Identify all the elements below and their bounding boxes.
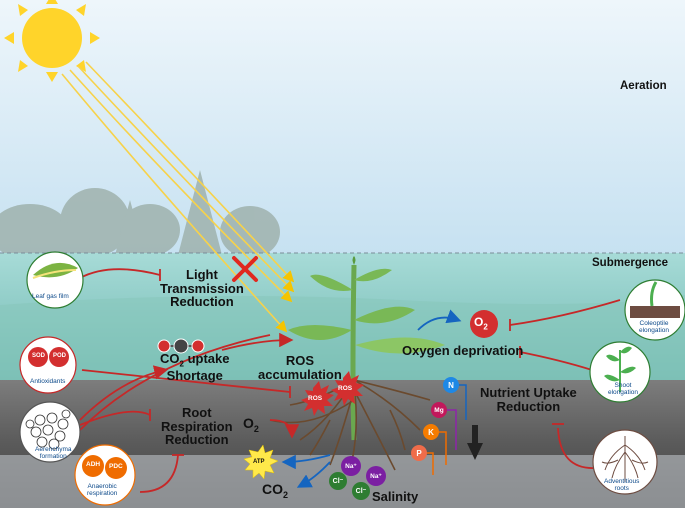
ros-burst-2 <box>331 371 364 406</box>
light-rays <box>61 61 295 333</box>
o2-root-label: O2 <box>243 415 259 434</box>
coleoptile-circle <box>624 279 685 341</box>
light-transmission-label: Light Transmission Reduction <box>160 267 244 310</box>
blocked-light-cross <box>232 256 258 282</box>
salinity-label: Salinity <box>372 489 419 504</box>
nitrogen-ion: N <box>443 377 459 393</box>
shoot-circle <box>589 341 651 403</box>
chloride-ion-2: Cl⁻ <box>352 482 370 500</box>
co2-release-label: CO2 <box>262 481 289 500</box>
leaf-gas-film-circle <box>26 251 84 309</box>
potassium-ion: K <box>423 424 439 440</box>
anaerobic-caption: Anaerobic respiration <box>87 483 118 498</box>
aerenchyma-circle <box>19 401 81 463</box>
leaf-film-inhibit-line <box>79 268 161 279</box>
aeration-label: Aeration <box>620 80 667 92</box>
sun-icon <box>4 0 100 82</box>
aerenchyma-caption: Aerenchyma formation <box>35 446 72 461</box>
adventitious-circle <box>592 429 658 495</box>
co2-uptake-label: CO2 uptake Shortage <box>160 351 230 383</box>
promote-connectors <box>281 309 462 488</box>
nutrient-lines <box>427 384 467 475</box>
adventitious-caption: Adventitious roots <box>604 478 640 493</box>
pdc-label: PDC <box>109 463 123 470</box>
pod-label: POD <box>53 353 67 359</box>
sodium-ion-2: Na⁺ <box>366 466 386 486</box>
o2-badge <box>470 310 498 338</box>
magnesium-ion: Mg <box>431 402 447 418</box>
root-respiration-label: Root Respiration Reduction <box>161 405 233 448</box>
leaf-gas-film-caption: Leaf gas film <box>32 293 69 300</box>
plant <box>288 256 445 441</box>
anaerobic-circle <box>74 444 136 506</box>
connectors <box>79 268 621 493</box>
phosphorus-ion: P <box>411 445 427 461</box>
reduction-down-arrow <box>467 425 483 460</box>
chloride-ion-1: Cl⁻ <box>329 472 347 490</box>
nutrient-uptake-label: Nutrient Uptake Reduction <box>480 385 577 414</box>
sodium-ion-1: Na⁺ <box>341 456 361 476</box>
o2-badge-label: O2 <box>474 315 488 332</box>
ros-badge-1-label: ROS <box>308 395 323 402</box>
ros-badge-2-label: ROS <box>338 385 353 392</box>
antioxidants-caption: Antioxidants <box>30 378 66 385</box>
sod-label: SOD <box>32 353 46 359</box>
atp-badge-label: ATP <box>253 459 265 465</box>
ros-burst-1 <box>301 381 334 416</box>
oxygen-deprivation-label: Oxygen deprivation <box>402 343 524 358</box>
water-band <box>0 295 685 383</box>
submergence-label: Submergence <box>592 257 669 269</box>
ros-accumulation-label: ROS accumulation <box>258 353 342 382</box>
co2-molecule-icon <box>157 338 205 354</box>
adh-label: ADH <box>86 461 101 468</box>
coleoptile-caption: Coleoptile elongation <box>639 320 669 335</box>
antioxidants-circle <box>19 336 77 394</box>
atp-burst <box>243 444 279 480</box>
shoot-caption: Shoot elongation <box>608 382 638 397</box>
